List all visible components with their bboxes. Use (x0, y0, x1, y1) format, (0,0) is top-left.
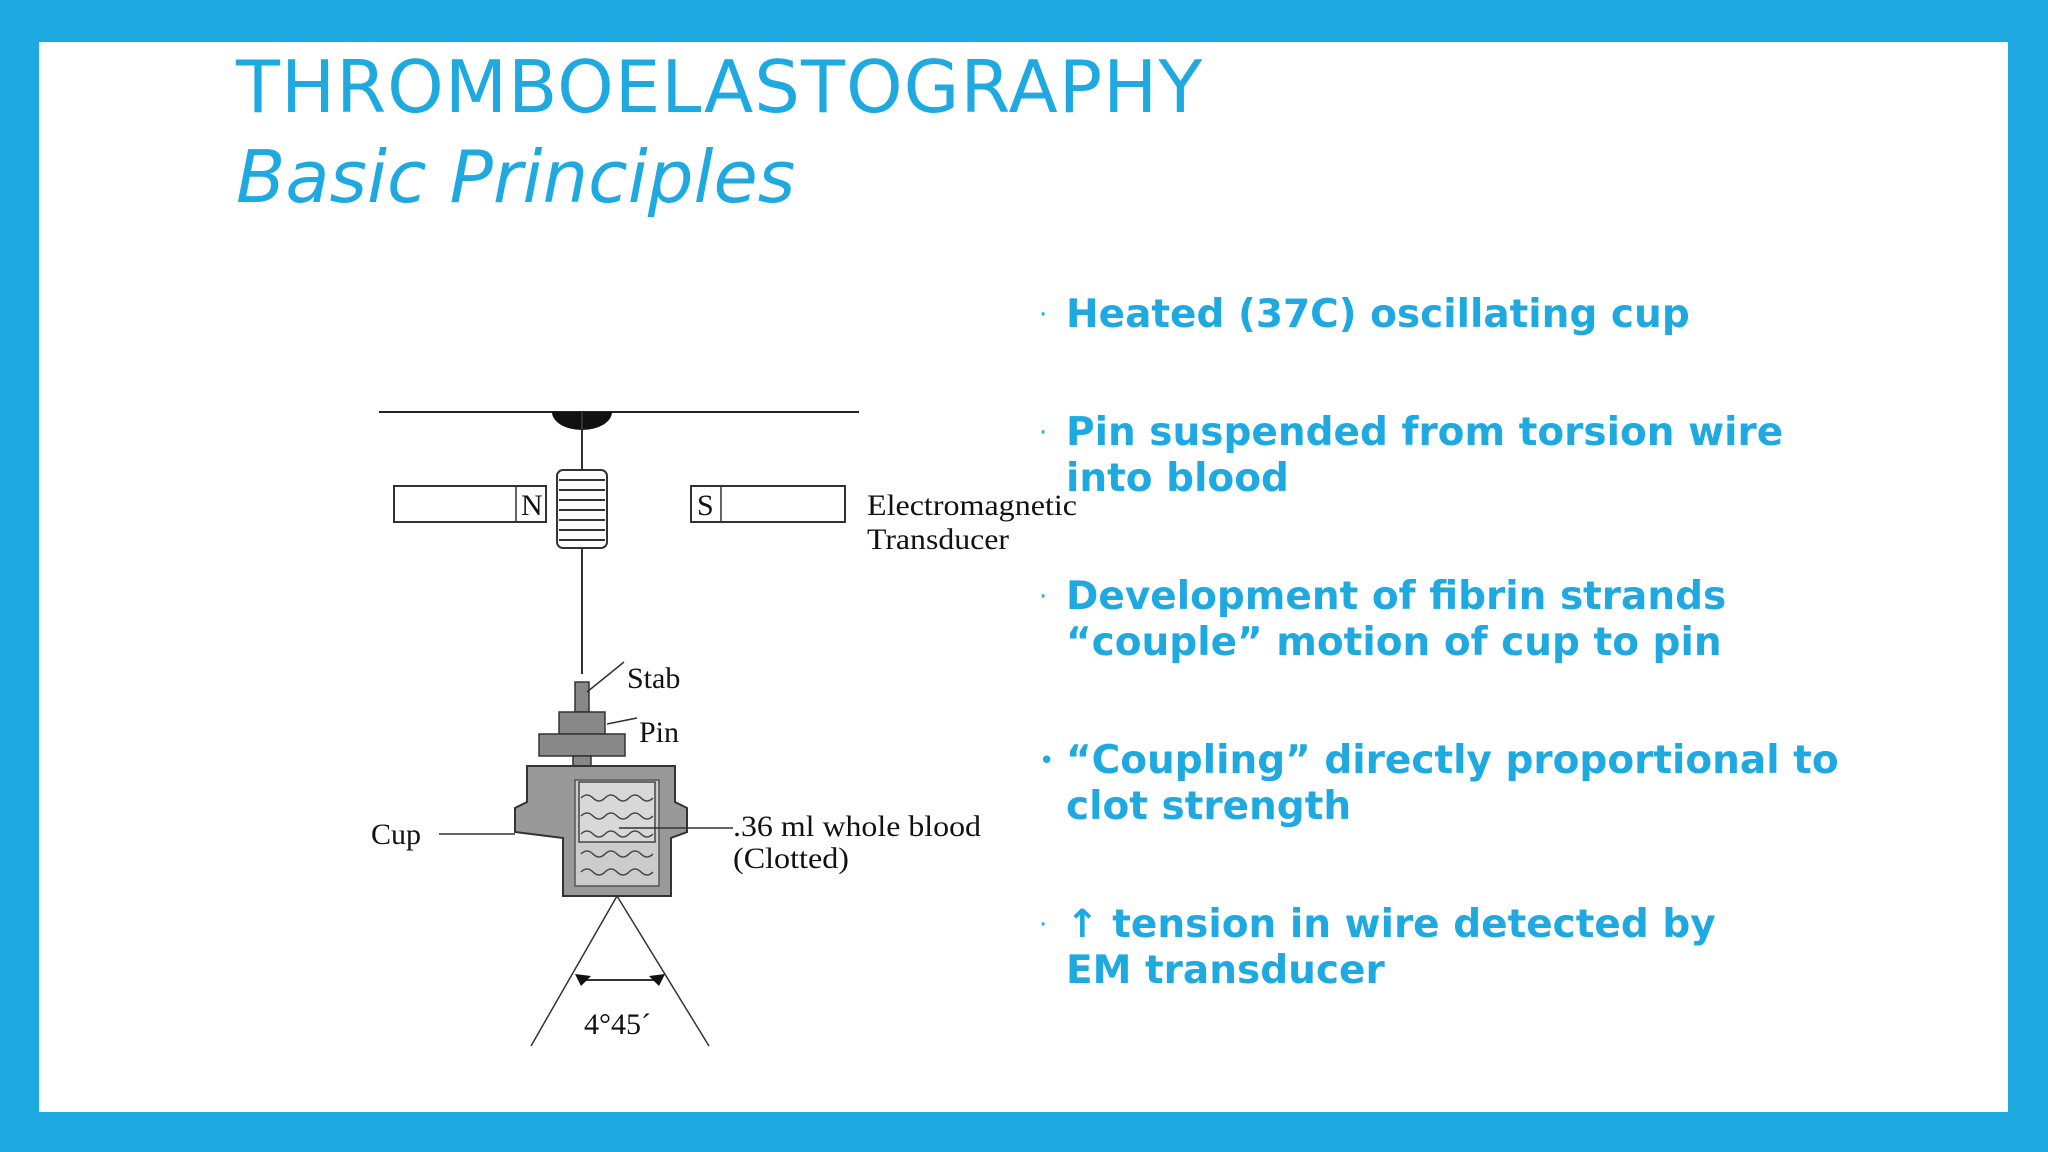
bullet-item: · Development of fibrin strands “couple”… (1039, 574, 1999, 666)
bullet-item: · Heated (37C) oscillating cup (1039, 292, 1999, 338)
bullet-list: · Heated (37C) oscillating cup · Pin sus… (1039, 292, 1999, 1066)
north-label: N (521, 489, 543, 522)
bullet-marker: • (1039, 746, 1055, 776)
bullet-item: • “Coupling” directly proportional to cl… (1039, 738, 1999, 830)
bullet-text-line: clot strength (1066, 784, 1352, 829)
bullet-item: · ↑ tension in wire detected by EM trans… (1039, 902, 1999, 994)
bullet-marker: · (1039, 418, 1048, 448)
bullet-text-line: Pin suspended from torsion wire (1066, 410, 1784, 455)
transducer-label-line1: Electromagnetic (867, 489, 1077, 522)
bullet-marker: · (1039, 300, 1048, 330)
slide: THROMBOELASTOGRAPHY Basic Principles N S… (39, 42, 2008, 1112)
north-label-box (515, 485, 547, 523)
bullet-marker: · (1039, 910, 1048, 940)
south-label: S (697, 489, 714, 522)
slide-subtitle: Basic Principles (236, 135, 796, 219)
north-magnet (393, 485, 547, 523)
angle-arrowhead-right (649, 974, 665, 986)
bullet-text-line: Development of fibrin strands (1066, 574, 1727, 619)
blood-waves (580, 794, 654, 876)
blood-label-line2: (Clotted) (733, 842, 849, 875)
bullet-text-line: EM transducer (1066, 948, 1385, 993)
bullet-text-line: Heated (37C) oscillating cup (1066, 292, 1690, 337)
pin-leader (606, 717, 638, 725)
bullet-item: · Pin suspended from torsion wire into b… (1039, 410, 1999, 502)
angle-arrowhead-left (575, 974, 591, 986)
cup-label: Cup (371, 818, 421, 851)
south-magnet (690, 485, 846, 523)
bullet-text-line: “Coupling” directly proportional to (1066, 738, 1839, 783)
pin-bottom (578, 781, 656, 843)
blood-label-line1: .36 ml whole blood (733, 810, 981, 843)
transducer-coil (556, 469, 608, 549)
angle-label: 4°45´ (584, 1008, 651, 1041)
angle-line-left (530, 895, 618, 1047)
bullet-text-line: “couple” motion of cup to pin (1066, 620, 1722, 665)
bullet-text-line: ↑ tension in wire detected by (1066, 902, 1716, 947)
angle-line-right (616, 895, 710, 1047)
bullet-marker: · (1039, 582, 1048, 612)
stab-leader (586, 661, 625, 693)
pin-collar (538, 733, 626, 757)
pin-head (558, 711, 606, 735)
pin-label: Pin (639, 716, 679, 749)
bullet-text-line: into blood (1066, 456, 1289, 501)
south-label-box (690, 485, 722, 523)
stab-label: Stab (627, 662, 680, 695)
stab (574, 681, 590, 713)
transducer-label-line2: Transducer (867, 523, 1009, 556)
teg-diagram: N S Electromagnetic Transducer Stab Pin (371, 411, 1077, 1047)
slide-title: THROMBOELASTOGRAPHY (236, 45, 1204, 129)
slide-title-block: THROMBOELASTOGRAPHY Basic Principles (236, 42, 1203, 222)
